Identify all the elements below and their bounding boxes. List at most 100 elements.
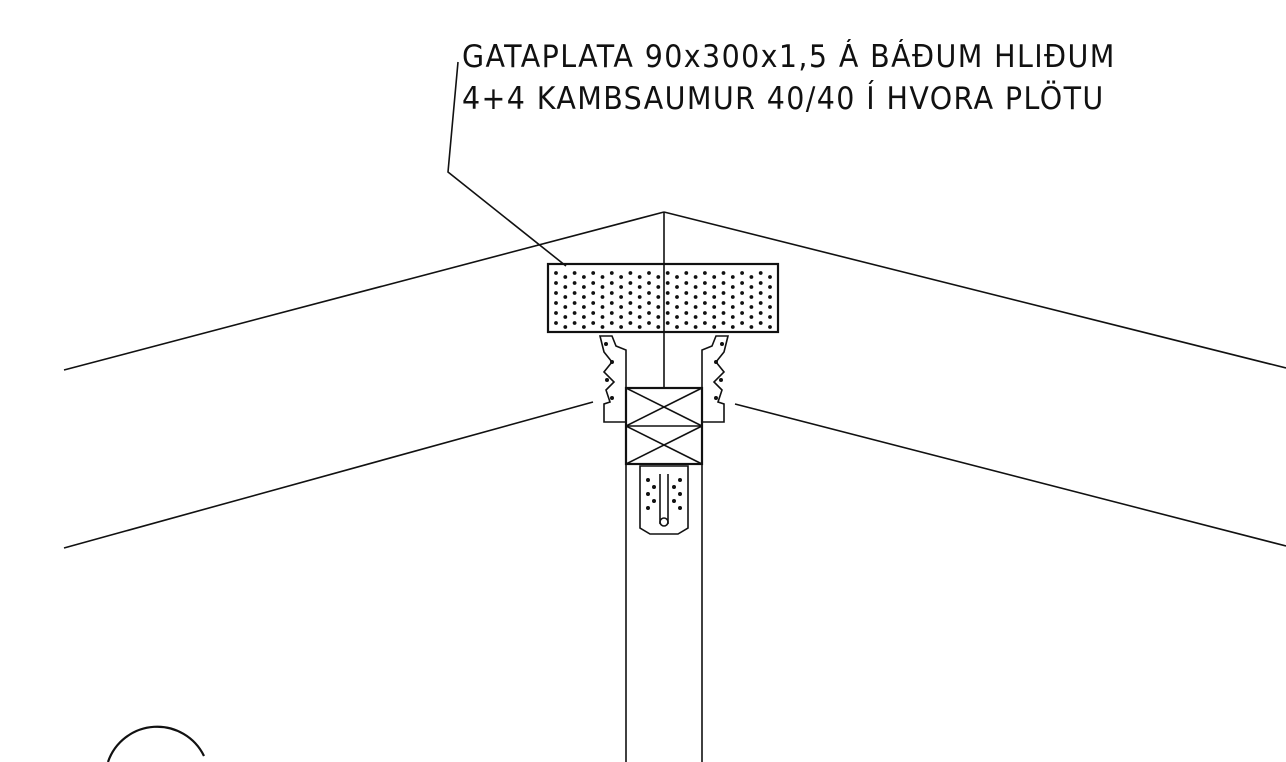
nail-hole	[721, 311, 726, 315]
nail-hole	[609, 281, 614, 285]
nail-hole	[768, 275, 772, 279]
nail-hole	[730, 305, 735, 309]
nail-hole	[768, 325, 772, 329]
nail-hole	[749, 325, 754, 329]
nail-hole	[749, 315, 754, 319]
nail-hole	[703, 301, 707, 305]
nail-hole	[712, 275, 717, 279]
post-connector-strap	[639, 465, 689, 535]
right-hanger-bracket	[701, 335, 730, 423]
nail-hole	[712, 325, 717, 329]
nail-hole	[768, 305, 772, 309]
nail-hole	[768, 315, 772, 319]
nail-hole	[647, 281, 651, 285]
nail-hole	[712, 305, 717, 309]
nail-hole	[619, 275, 623, 279]
nail-hole	[628, 311, 633, 315]
nail-hole	[758, 301, 763, 305]
nail-hole	[703, 271, 707, 275]
nail-hole	[647, 311, 651, 315]
nail-hole	[656, 295, 661, 299]
nail-hole	[730, 275, 735, 279]
nail-hole	[600, 315, 605, 319]
nail-hole	[665, 271, 670, 275]
nail-hole	[572, 271, 577, 275]
nail-hole	[582, 315, 586, 319]
nail-hole	[628, 271, 633, 275]
nail-hole	[656, 315, 661, 319]
nail-hole	[572, 321, 577, 325]
nail-hole	[563, 285, 568, 289]
nail-hole	[675, 315, 679, 319]
nail-hole	[656, 285, 661, 289]
nail-hole	[721, 291, 726, 295]
nail-hole	[768, 285, 772, 289]
nail-hole	[740, 301, 744, 305]
nail-hole	[740, 311, 744, 315]
nail-hole	[665, 301, 670, 305]
nail-hole	[563, 325, 568, 329]
nail-hole	[656, 305, 661, 309]
nail-hole	[684, 271, 689, 275]
nail-hole	[591, 321, 596, 325]
nail-hole	[758, 311, 763, 315]
nail-hole	[600, 275, 605, 279]
nail-hole	[684, 321, 689, 325]
nail-hole	[703, 321, 707, 325]
nail-hole	[665, 311, 670, 315]
nail-hole	[600, 305, 605, 309]
nail-hole	[554, 271, 558, 275]
nail-hole	[721, 271, 726, 275]
nail-hole	[721, 321, 726, 325]
nail-hole	[721, 281, 726, 285]
nail-hole	[609, 271, 614, 275]
nail-hole	[563, 295, 568, 299]
nail-hole	[591, 271, 596, 275]
leader-line	[447, 61, 567, 267]
nail-hole	[582, 325, 586, 329]
nail-hole	[609, 321, 614, 325]
nail-hole	[684, 301, 689, 305]
nail-hole	[740, 321, 744, 325]
nail-hole	[665, 321, 670, 325]
left-hanger-bracket	[598, 335, 627, 423]
nail-hole	[609, 311, 614, 315]
nail-hole	[637, 275, 642, 279]
nail-hole	[619, 305, 623, 309]
nail-hole	[628, 291, 633, 295]
nail-hole	[665, 291, 670, 295]
nail-hole	[628, 281, 633, 285]
nail-hole	[637, 285, 642, 289]
nail-hole	[637, 325, 642, 329]
nail-hole	[609, 301, 614, 305]
nail-hole	[675, 295, 679, 299]
nail-hole	[758, 321, 763, 325]
rafter-right-bottom-edge	[734, 403, 1286, 547]
nail-hole	[591, 281, 596, 285]
nail-hole	[758, 281, 763, 285]
nail-hole	[572, 301, 577, 305]
nail-hole	[721, 301, 726, 305]
gusset-nail-plate	[546, 262, 780, 334]
nail-hole	[684, 291, 689, 295]
nail-hole	[712, 285, 717, 289]
nail-hole	[675, 305, 679, 309]
rafter-left-bottom-edge	[63, 401, 594, 549]
nail-hole	[554, 321, 558, 325]
nail-hole	[703, 291, 707, 295]
nail-hole	[591, 291, 596, 295]
nail-hole	[563, 275, 568, 279]
nail-hole	[740, 281, 744, 285]
ridge-post	[625, 464, 703, 762]
nail-hole	[703, 281, 707, 285]
nail-hole	[758, 271, 763, 275]
nail-hole	[600, 295, 605, 299]
nail-hole	[740, 271, 744, 275]
nail-hole	[675, 285, 679, 289]
nail-hole	[619, 285, 623, 289]
annotation-line-1: GATAPLATA 90x300x1,5 Á BÁÐUM HLIÐUM	[462, 39, 1116, 75]
nail-hole	[628, 321, 633, 325]
nail-hole	[693, 325, 698, 329]
nail-hole	[749, 305, 754, 309]
detail-marker-circle	[106, 725, 205, 762]
